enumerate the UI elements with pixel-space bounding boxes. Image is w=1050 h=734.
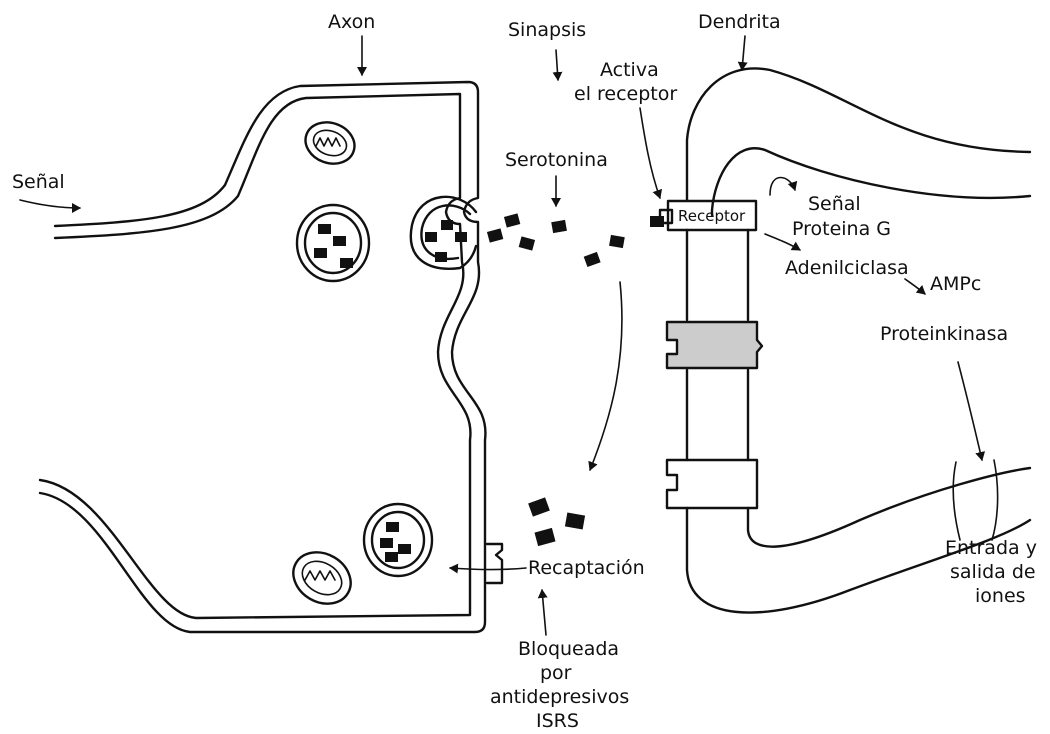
- label-bloqueada-line3: antidepresivos: [490, 686, 629, 708]
- label-receptor: Receptor: [678, 207, 746, 225]
- label-iones-line1: Entrada y: [945, 537, 1037, 559]
- label-iones-line2: salida de: [950, 561, 1036, 583]
- label-senal-right: Señal: [808, 193, 861, 215]
- label-activa-line2: el receptor: [574, 83, 677, 105]
- label-activa-line1: Activa: [600, 59, 659, 81]
- label-bloqueada-line2: por: [540, 662, 572, 684]
- label-ampc: AMPc: [930, 273, 981, 295]
- label-dendrita: Dendrita: [698, 11, 781, 33]
- ion-channel-open: [667, 460, 757, 508]
- synaptic-vesicle-bottom: [364, 504, 432, 576]
- ion-channel-grey: [667, 322, 762, 368]
- mitochondrion-bottom: [284, 542, 360, 614]
- reuptake-transporter: [487, 544, 502, 583]
- label-senal-left: Señal: [12, 171, 65, 193]
- ion-passage: [953, 460, 997, 540]
- label-serotonina: Serotonina: [505, 149, 608, 171]
- mitochondrion-top: [300, 116, 361, 171]
- label-recaptacion: Recaptación: [528, 557, 645, 579]
- label-adenilciclasa: Adenilciclasa: [785, 257, 909, 279]
- label-axon: Axon: [328, 11, 375, 33]
- label-proteina-g: Proteina G: [792, 218, 891, 240]
- axon-terminal: [40, 82, 485, 632]
- label-bloqueada-line4: ISRS: [536, 710, 579, 732]
- serotonin-molecules: [487, 213, 664, 546]
- label-bloqueada-line1: Bloqueada: [518, 638, 619, 660]
- label-sinapsis: Sinapsis: [508, 19, 586, 41]
- label-iones-line3: iones: [975, 585, 1026, 607]
- label-proteinkinasa: Proteinkinasa: [880, 323, 1008, 345]
- synaptic-vesicle-top: [297, 205, 369, 281]
